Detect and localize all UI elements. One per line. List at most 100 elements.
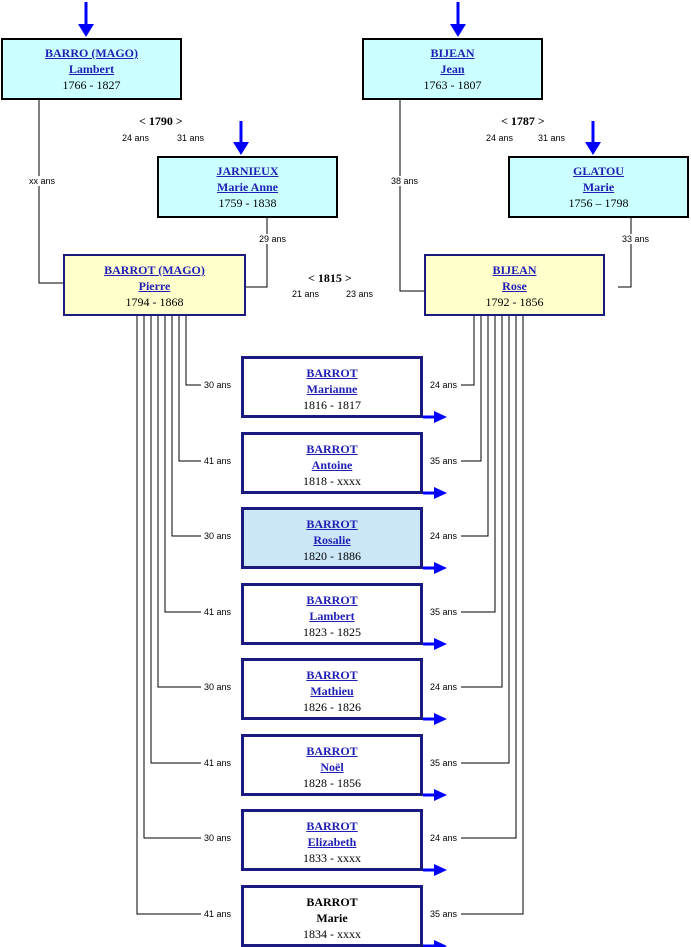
mother-age-label: 24 ans [430, 380, 458, 390]
marriage-year-paternal: < 1790 > [139, 114, 183, 128]
mother-child-connector [461, 316, 510, 764]
mother-child-connector [461, 316, 524, 915]
arrow-right-icon [434, 789, 447, 801]
person-bijean-rose[interactable]: BIJEAN Rose 1792 - 1856 [424, 254, 605, 316]
surname-link[interactable]: BARROT [306, 744, 358, 758]
life-years: 1834 - xxxx [303, 927, 361, 941]
surname-link[interactable]: BARROT [306, 517, 358, 531]
father-child-connector [157, 316, 201, 688]
given-name-link[interactable]: Rose [502, 279, 527, 293]
life-years: 1756 – 1798 [568, 196, 629, 210]
arrow-right-icon [434, 940, 447, 947]
surname-link[interactable]: BARRO (MAGO) [45, 46, 138, 60]
surname-link[interactable]: BARROT (MAGO) [104, 263, 205, 277]
father-age-label: 30 ans [204, 380, 232, 390]
arrow-down-icon [78, 24, 94, 37]
child-card-antoine[interactable]: BARROT Antoine 1818 - xxxx [241, 432, 423, 494]
surname-link[interactable]: BARROT [306, 366, 358, 380]
arrow-right-icon [434, 864, 447, 876]
surname-link[interactable]: BARROT [306, 593, 358, 607]
life-years: 1816 - 1817 [303, 398, 361, 412]
given-name-link[interactable]: Antoine [311, 458, 353, 472]
arrow-right-icon [434, 713, 447, 725]
father-age-label: 41 ans [204, 758, 232, 768]
mother-age-label: 24 ans [430, 531, 458, 541]
person-barro-lambert[interactable]: BARRO (MAGO) Lambert 1766 - 1827 [1, 38, 182, 100]
father-age-label: 41 ans [204, 909, 232, 919]
surname-link[interactable]: BARROT [306, 668, 358, 682]
life-years: 1833 - xxxx [303, 851, 361, 865]
father-child-connector [164, 316, 201, 613]
given-name-link[interactable]: Lambert [68, 62, 115, 76]
mother-child-connector [461, 316, 482, 462]
age-at-marriage-left: 24 ans [486, 133, 514, 143]
life-years: 1759 - 1838 [218, 196, 277, 210]
age-at-marriage-left: 24 ans [122, 133, 150, 143]
given-name-link[interactable]: Mathieu [310, 684, 354, 698]
father-age-label: 41 ans [204, 607, 232, 617]
mother-child-connector [461, 316, 517, 839]
age-label-jean: 38 ans [391, 176, 419, 186]
life-years: 1818 - xxxx [303, 474, 361, 488]
given-name-link[interactable]: Marianne [306, 382, 358, 396]
child-card-lambert[interactable]: BARROT Lambert 1823 - 1825 [241, 583, 423, 645]
person-bijean-jean[interactable]: BIJEAN Jean 1763 - 1807 [362, 38, 543, 100]
mother-age-label: 24 ans [430, 833, 458, 843]
given-name-link[interactable]: Jean [440, 62, 465, 76]
mother-age-label: 35 ans [430, 758, 458, 768]
age-at-marriage-right: 31 ans [177, 133, 205, 143]
person-barrot-pierre[interactable]: BARROT (MAGO) Pierre 1794 - 1868 [63, 254, 246, 316]
arrow-right-icon [434, 411, 447, 423]
father-age-label: 30 ans [204, 833, 232, 843]
father-child-connector [143, 316, 201, 839]
life-years: 1763 - 1807 [423, 78, 482, 92]
person-jarnieux-marie-anne[interactable]: JARNIEUX Marie Anne 1759 - 1838 [157, 156, 338, 218]
surname-link[interactable]: BIJEAN [492, 263, 537, 277]
mother-child-connector [461, 316, 496, 613]
given-name-link[interactable]: Rosalie [313, 533, 351, 547]
arrow-down-icon [450, 24, 466, 37]
mother-age-label: 24 ans [430, 682, 458, 692]
arrow-down-icon [585, 142, 601, 155]
life-years: 1823 - 1825 [303, 625, 361, 639]
life-years: 1794 - 1868 [125, 295, 184, 309]
life-years: 1766 - 1827 [62, 78, 121, 92]
mother-age-label: 35 ans [430, 909, 458, 919]
given-name-link[interactable]: Marie Anne [217, 180, 278, 194]
mother-child-connector [461, 316, 489, 537]
arrow-right-icon [434, 638, 447, 650]
surname-link[interactable]: BARROT [306, 442, 358, 456]
surname-link[interactable]: BIJEAN [430, 46, 475, 60]
life-years: 1792 - 1856 [485, 295, 544, 309]
surname-link[interactable]: GLATOU [573, 164, 624, 178]
child-card-nol[interactable]: BARROT Noël 1828 - 1856 [241, 734, 423, 796]
surname-link[interactable]: JARNIEUX [216, 164, 279, 178]
age-at-marriage-right: 31 ans [538, 133, 566, 143]
father-child-connector [150, 316, 201, 764]
father-age-label: 30 ans [204, 531, 232, 541]
father-age-label: 30 ans [204, 682, 232, 692]
arrow-right-icon [434, 562, 447, 574]
person-glatou-marie[interactable]: GLATOU Marie 1756 – 1798 [508, 156, 689, 218]
given-name-link[interactable]: Noël [320, 760, 344, 774]
age-at-marriage-left: 21 ans [292, 289, 320, 299]
marriage-year-maternal: < 1787 > [501, 114, 545, 128]
arrow-right-icon [434, 487, 447, 499]
given-name-link[interactable]: Pierre [138, 279, 171, 293]
father-child-connector [171, 316, 201, 537]
given-name-link[interactable]: Lambert [309, 609, 355, 623]
father-child-connector [178, 316, 201, 462]
mother-child-connector [461, 316, 475, 386]
surname-link[interactable]: BARROT [306, 819, 358, 833]
child-card-elizabeth[interactable]: BARROT Elizabeth 1833 - xxxx [241, 809, 423, 871]
mother-child-connector [461, 316, 503, 688]
age-label-lambert: xx ans [29, 176, 56, 186]
given-name-link[interactable]: Elizabeth [307, 835, 357, 849]
given-name-link[interactable]: Marie [582, 180, 615, 194]
child-card-marianne[interactable]: BARROT Marianne 1816 - 1817 [241, 356, 423, 418]
life-years: 1828 - 1856 [303, 776, 361, 790]
